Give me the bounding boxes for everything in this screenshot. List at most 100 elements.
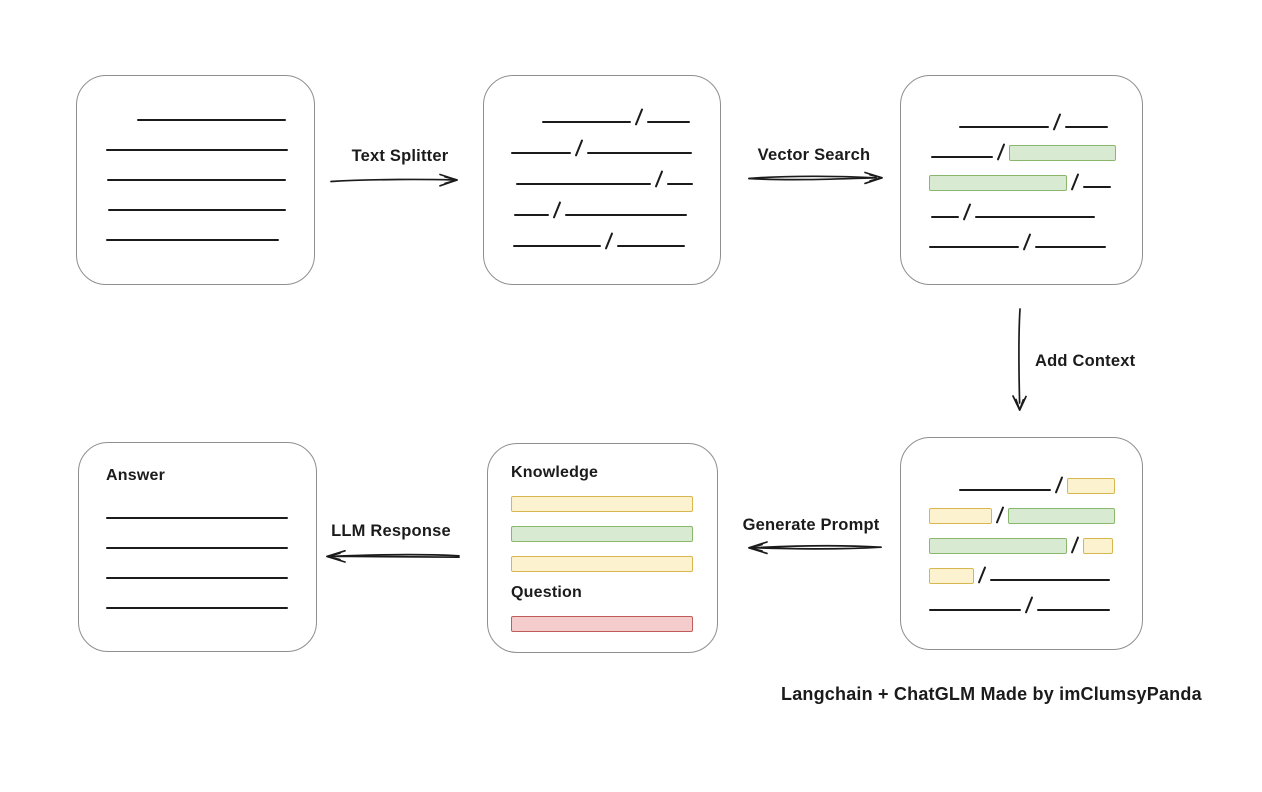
text-line: [1083, 186, 1112, 188]
indent-gap: [901, 130, 959, 131]
indent-gap: [484, 125, 542, 126]
text-splitter-arrow: [330, 173, 458, 187]
text-line: [975, 216, 1096, 218]
yellow-prompt-bar: [511, 556, 693, 572]
knowledge-label: Knowledge: [511, 464, 599, 481]
answer-label: Answer: [106, 467, 165, 484]
text-row: [901, 161, 1142, 191]
indent-gap: [901, 523, 929, 524]
text-line: [107, 179, 286, 181]
text-row: [79, 582, 316, 612]
question-bars: [511, 616, 693, 632]
text-row: [484, 157, 720, 188]
text-line: [990, 579, 1111, 581]
caption: Langchain + ChatGLM Made by imClumsyPand…: [781, 684, 1202, 704]
green-highlight-bar: [929, 538, 1067, 554]
text-row: [484, 219, 720, 250]
indent-gap: [901, 190, 929, 191]
indent-gap: [79, 581, 106, 582]
indent-gap: [901, 583, 929, 584]
slash-separator: [996, 143, 1006, 161]
text-line: [647, 121, 691, 123]
text-line: [959, 126, 1049, 128]
text-row: [77, 214, 314, 244]
text-line: [1035, 246, 1107, 248]
indent-gap: [484, 249, 513, 250]
text-row: [484, 188, 720, 219]
source-document-box: [76, 75, 315, 285]
slash-separator: [604, 232, 614, 250]
text-splitter-label: Text Splitter: [351, 147, 449, 165]
indent-gap: [484, 218, 514, 219]
indent-gap: [901, 553, 929, 554]
text-row: [77, 94, 314, 124]
indent-gap: [77, 213, 108, 214]
text-line: [516, 183, 651, 185]
question-label: Question: [511, 584, 582, 601]
slash-separator: [1024, 596, 1034, 614]
green-highlight-bar: [929, 175, 1067, 191]
vector-search-label: Vector Search: [757, 146, 871, 164]
llm-response-label: LLM Response: [331, 522, 451, 540]
indent-gap: [77, 123, 137, 124]
slash-separator: [1022, 233, 1032, 251]
slash-separator: [995, 506, 1005, 524]
text-row: [79, 552, 316, 582]
text-row: [901, 494, 1142, 524]
text-line: [106, 547, 288, 549]
split-chunks-box: [483, 75, 721, 285]
yellow-highlight-bar: [929, 508, 992, 524]
slash-separator: [634, 108, 644, 126]
indent-gap: [484, 156, 511, 157]
text-row: [901, 131, 1142, 161]
yellow-prompt-bar: [511, 496, 693, 512]
text-row: [77, 184, 314, 214]
slash-separator: [977, 566, 987, 584]
indent-gap: [77, 243, 106, 244]
green-highlight-bar: [1008, 508, 1116, 524]
indent-gap: [484, 187, 516, 188]
slash-separator: [574, 139, 584, 157]
text-row: [484, 126, 720, 157]
text-line: [929, 246, 1019, 248]
text-row: [901, 554, 1142, 584]
text-line: [587, 152, 693, 154]
text-line: [617, 245, 686, 247]
indent-gap: [901, 220, 931, 221]
indent-gap: [79, 611, 106, 612]
vector-matches-box: [900, 75, 1143, 285]
text-line: [514, 214, 549, 216]
indent-gap: [901, 613, 929, 614]
red-prompt-bar: [511, 616, 693, 632]
indent-gap: [77, 183, 107, 184]
text-line: [931, 156, 993, 158]
text-row: [901, 524, 1142, 554]
knowledge-bars: [511, 496, 693, 572]
slash-separator: [654, 170, 664, 188]
text-row: [901, 221, 1142, 251]
text-line: [137, 119, 286, 121]
prompt-box: Knowledge Question: [487, 443, 718, 653]
answer-lines: [79, 492, 316, 612]
text-row: [484, 95, 720, 126]
text-line: [511, 152, 571, 154]
llm-response-arrow: [326, 549, 460, 563]
text-line: [1065, 126, 1109, 128]
indent-gap: [79, 521, 106, 522]
add-context-label: Add Context: [1035, 352, 1136, 370]
text-row: [79, 492, 316, 522]
slash-separator: [1070, 536, 1080, 554]
slash-separator: [552, 201, 562, 219]
text-line: [106, 607, 288, 609]
text-line: [106, 577, 288, 579]
answer-box: Answer: [78, 442, 317, 652]
text-line: [565, 214, 688, 216]
indent-gap: [79, 551, 106, 552]
text-row: [79, 522, 316, 552]
add-context-arrow: [1012, 308, 1027, 411]
text-line: [959, 489, 1051, 491]
slash-separator: [962, 203, 972, 221]
indent-gap: [901, 160, 931, 161]
text-line: [667, 183, 694, 185]
